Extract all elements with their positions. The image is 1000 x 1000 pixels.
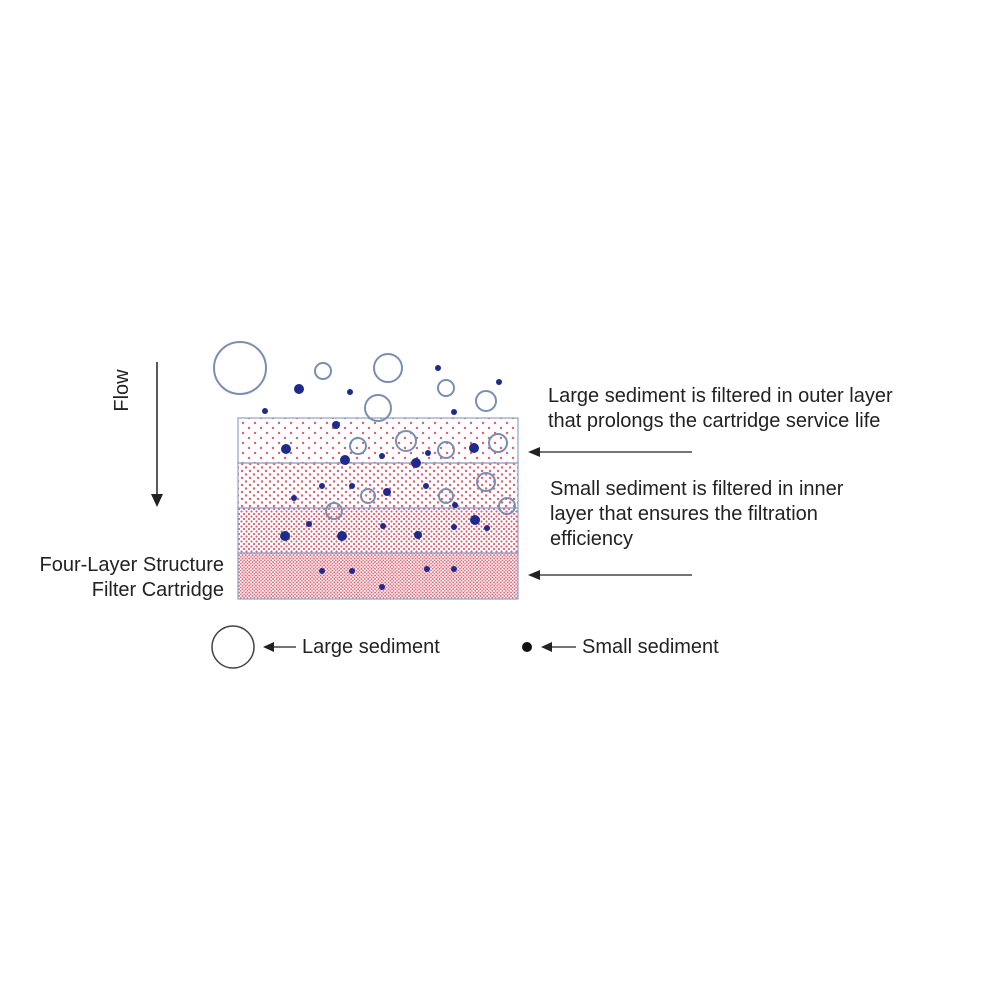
large-sediment [395, 430, 417, 452]
small-sediment [379, 453, 385, 459]
small-sediment [470, 515, 480, 525]
outer-layer-description-line: Large sediment is filtered in outer laye… [548, 385, 893, 407]
large-sediment [213, 341, 267, 395]
outer-layer-pointer [528, 447, 692, 457]
inner-layer-description-line: layer that ensures the filtration [550, 503, 818, 525]
small-sediment [280, 531, 290, 541]
small-sediment [469, 443, 479, 453]
cartridge-label: Four-Layer Structure Filter Cartridge [10, 553, 224, 603]
small-sediment [425, 450, 431, 456]
legend-large-sediment-label: Large sediment [302, 636, 440, 658]
small-sediment [379, 584, 385, 590]
small-sediment [340, 455, 350, 465]
small-sediment [496, 379, 502, 385]
legend-small-sediment-label: Small sediment [582, 636, 719, 658]
large-sediment [438, 488, 454, 504]
small-sediment [332, 421, 340, 429]
small-sediment [380, 523, 386, 529]
small-sediment [349, 483, 355, 489]
layer-1 [237, 417, 519, 464]
large-sediment [488, 433, 508, 453]
large-sediment [364, 394, 392, 422]
small-sediment [424, 566, 430, 572]
inner-layer-pointer [528, 570, 692, 580]
outer-layer-description: Large sediment is filtered in outer laye… [548, 384, 893, 434]
layer-3 [237, 507, 519, 554]
flow-arrow [151, 362, 163, 507]
large-sediment [437, 379, 455, 397]
legend [211, 625, 576, 669]
inner-layer-description: Small sediment is filtered in inner laye… [550, 477, 843, 552]
cartridge-label-line: Filter Cartridge [91, 579, 224, 601]
small-sediment [435, 365, 441, 371]
large-sediment [476, 472, 496, 492]
small-sediment [306, 521, 312, 527]
large-sediment [437, 441, 455, 459]
large-sediment [498, 497, 516, 515]
small-sediment [484, 525, 490, 531]
inner-layer-description-line: efficiency [550, 528, 634, 550]
large-sediment [349, 437, 367, 455]
large-sediment [360, 488, 376, 504]
small-sediment [319, 483, 325, 489]
small-sediment [451, 409, 457, 415]
small-sediment [411, 458, 421, 468]
large-sediment [373, 353, 403, 383]
layer-4 [237, 552, 519, 600]
small-sediment [319, 568, 325, 574]
small-sediment [383, 488, 391, 496]
legend-large-sediment-icon [211, 625, 255, 669]
small-sediment [337, 531, 347, 541]
small-sediment [281, 444, 291, 454]
small-sediment [451, 524, 457, 530]
small-sediment-group [262, 365, 502, 590]
layer-2 [237, 462, 519, 509]
small-sediment [291, 495, 297, 501]
small-sediment [262, 408, 268, 414]
small-sediment [347, 389, 353, 395]
outer-layer-description-line: that prolongs the cartridge service life [548, 410, 881, 432]
small-sediment [451, 566, 457, 572]
small-sediment [294, 384, 304, 394]
large-sediment [475, 390, 497, 412]
small-sediment [452, 502, 458, 508]
large-sediment [325, 502, 343, 520]
cartridge-label-line: Four-Layer Structure [39, 554, 224, 576]
small-sediment [349, 568, 355, 574]
large-sediment [314, 362, 332, 380]
small-sediment [414, 531, 422, 539]
small-sediment [423, 483, 429, 489]
legend-small-sediment-icon [522, 642, 532, 652]
filter-cartridge [237, 417, 519, 600]
flow-label: Flow [111, 369, 133, 412]
inner-layer-description-line: Small sediment is filtered in inner [550, 478, 844, 500]
large-sediment-group [213, 341, 516, 520]
